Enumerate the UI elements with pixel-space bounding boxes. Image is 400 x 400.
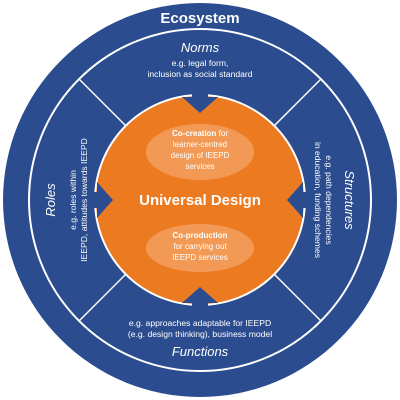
norms-example-line-2: inclusion as social standard	[147, 69, 252, 79]
structures-example-line-2: in education, funding schemes	[313, 142, 323, 258]
functions-example-line-2: (e.g. design thinking), business model	[128, 329, 272, 339]
co-creation-rest: for	[216, 129, 228, 138]
norms-example-line-1: e.g. legal form,	[172, 58, 229, 68]
structures-example-line-1: e.g. path dependencies	[324, 155, 334, 244]
co-production-line-2: for carrying out	[173, 242, 227, 251]
co-production-line-1: Co-production	[172, 231, 227, 240]
arrow-down-icon	[182, 82, 218, 113]
co-creation-strong: Co-creation	[172, 129, 217, 138]
roles-label: Roles	[43, 183, 58, 217]
arrow-right-icon	[82, 182, 113, 218]
ecosystem-title: Ecosystem	[160, 10, 239, 27]
co-production-line-3: IEEPD services	[172, 253, 228, 262]
arrow-left-icon	[287, 182, 318, 218]
co-creation-line-3: design of IEEPD	[171, 151, 230, 160]
co-creation-line-1: Co-creation for	[172, 129, 228, 138]
quadrant-dividers	[78, 78, 322, 322]
roles-example-line-2: IEEPD, attitudes towards IEEPD	[79, 138, 89, 262]
arrow-up-icon	[182, 287, 218, 318]
arrow-icons	[82, 82, 318, 318]
structures-label: Structures	[342, 170, 357, 230]
inner-white-ring	[28, 28, 372, 372]
norms-label: Norms	[181, 40, 220, 55]
co-creation-line-4: services	[185, 162, 214, 171]
roles-example-line-1: e.g. roles within	[68, 170, 78, 230]
functions-label: Functions	[172, 344, 229, 359]
universal-design-title: Universal Design	[139, 192, 261, 209]
co-production-bubble	[146, 224, 254, 272]
co-creation-bubble	[146, 124, 254, 180]
functions-example-line-1: e.g. approaches adaptable for IEEPD	[129, 318, 271, 328]
co-creation-line-2: learner-centred	[173, 140, 227, 149]
